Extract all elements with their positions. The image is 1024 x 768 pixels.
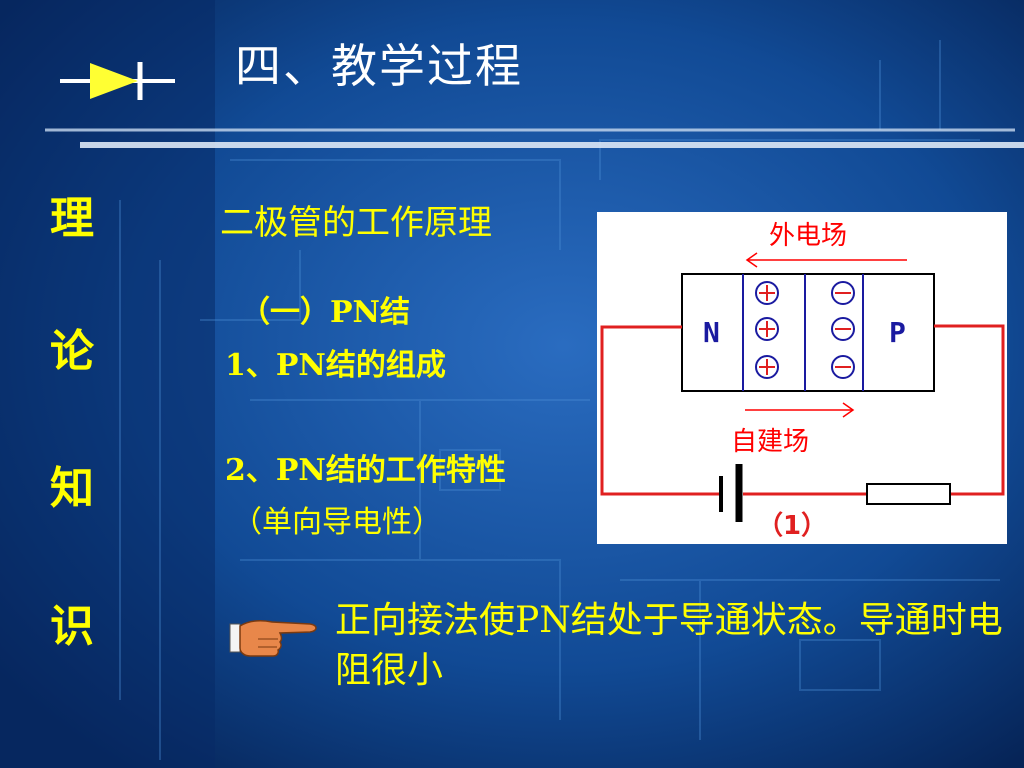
figure-caption: （1） — [757, 511, 827, 541]
side-char-2: 论 — [50, 326, 94, 377]
resistor-icon — [866, 483, 951, 505]
semiconductor-block — [681, 273, 935, 392]
battery-icon — [719, 464, 743, 522]
subsection-title: （一）PN结 — [240, 295, 410, 330]
list-item-characteristics-sub: （单向导电性） — [232, 505, 442, 540]
conclusion-note: 正向接法使PN结处于导通状态。导通时电阻很小 — [335, 600, 1003, 691]
negative-ion-icon — [831, 281, 855, 379]
built-in-field-label: 自建场 — [731, 427, 809, 457]
pn-junction-diagram: 外电场 N P 自建场 （1） — [597, 212, 1007, 544]
pointing-hand-icon — [229, 620, 317, 657]
circuit-wire — [600, 324, 1005, 496]
list-item-characteristics: 2、PN结的工作特性 — [225, 453, 506, 488]
positive-ion-icon — [755, 281, 779, 379]
side-char-4: 识 — [50, 601, 94, 652]
section-heading: 二极管的工作原理 — [220, 203, 492, 243]
slide-title: 四、教学过程 — [235, 39, 523, 93]
n-region-label: N — [703, 316, 720, 349]
diode-icon — [60, 62, 175, 100]
external-field-label: 外电场 — [769, 221, 847, 251]
side-char-1: 理 — [50, 193, 94, 244]
side-char-3: 知 — [50, 463, 94, 514]
p-region-label: P — [889, 316, 906, 349]
list-item-composition: 1、PN结的组成 — [225, 348, 446, 383]
